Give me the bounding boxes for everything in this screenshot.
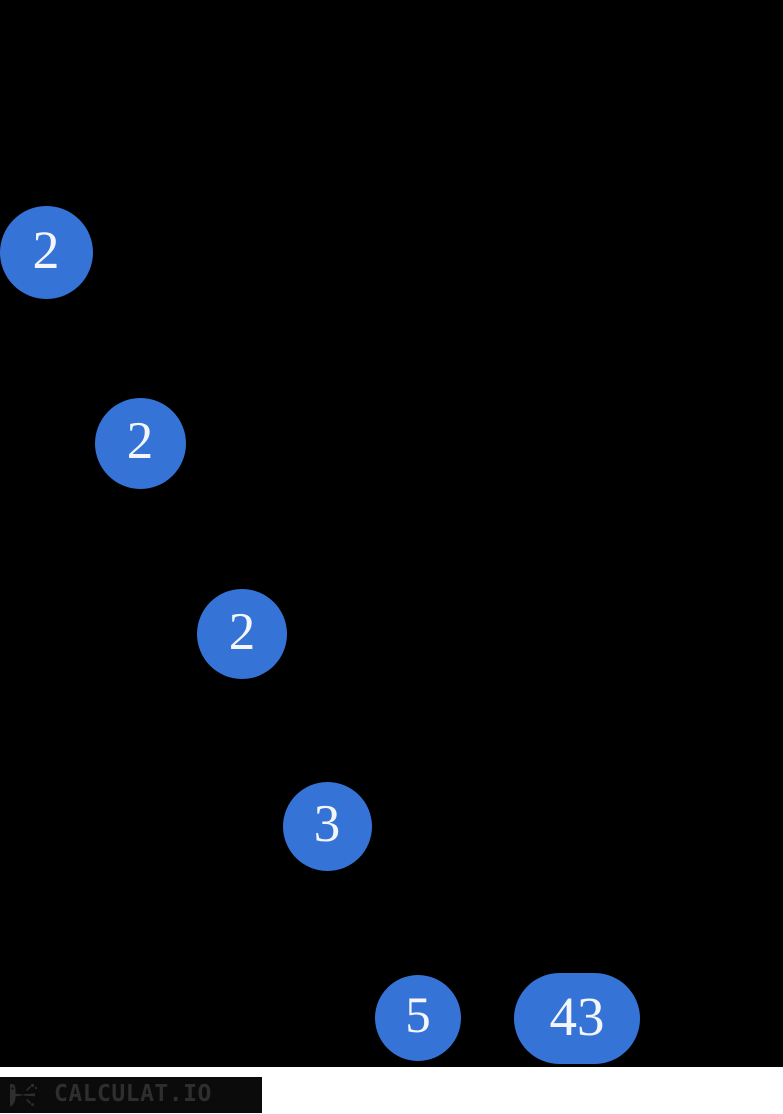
factor-node-43-5: 43 xyxy=(514,972,640,1064)
factor-node-label: 2 xyxy=(228,602,256,661)
factor-node-label: 2 xyxy=(32,220,60,280)
watermark-brand-text: CALCULAT.IO xyxy=(54,1080,212,1107)
factor-node-3-3: 3 xyxy=(282,781,372,871)
diagram-canvas: 2 2 2 3 5 43 xyxy=(0,0,783,1067)
factor-node-2-0: 2 xyxy=(0,205,93,299)
factor-node-2-1: 2 xyxy=(94,397,186,489)
factor-node-label: 43 xyxy=(549,985,605,1047)
watermark-strip: CALCULAT.IO xyxy=(0,1067,783,1113)
factor-node-label: 2 xyxy=(126,411,154,470)
factor-node-5-4: 5 xyxy=(375,975,461,1061)
calculator-bird-logo-icon xyxy=(6,1081,48,1109)
factor-node-label: 3 xyxy=(313,794,341,853)
factor-node-2-2: 2 xyxy=(197,589,287,679)
factor-node-label: 5 xyxy=(405,987,431,1044)
watermark-badge: CALCULAT.IO xyxy=(0,1077,262,1113)
